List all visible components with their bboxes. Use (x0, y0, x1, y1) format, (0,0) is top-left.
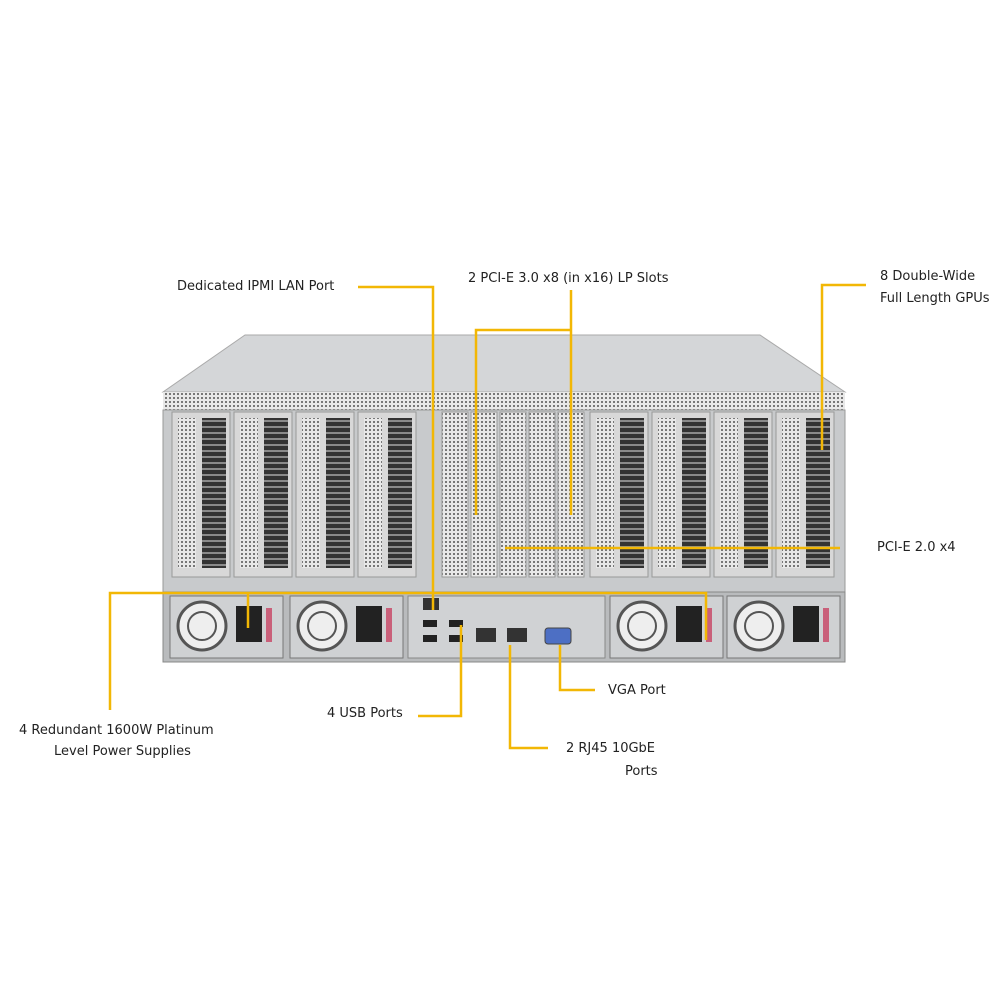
lp-slot (499, 411, 527, 578)
usb-port-icon (449, 620, 463, 627)
power-supply (169, 595, 284, 659)
power-supplies (169, 595, 841, 659)
usb-port-icon (449, 635, 463, 642)
callout-lines (108, 283, 866, 750)
chassis (161, 334, 847, 663)
callout-vga (558, 645, 595, 692)
callout-psu (108, 591, 708, 710)
gpu-slot (775, 411, 835, 578)
gpu-slot (713, 411, 773, 578)
expansion-slots (171, 411, 835, 578)
psu-handle (823, 608, 829, 642)
callout-ipmi (358, 285, 435, 610)
chassis-top (161, 334, 847, 393)
label-vga: VGA Port (608, 683, 666, 698)
fan-icon (616, 600, 668, 652)
chassis-vent-band (163, 392, 845, 410)
callout-rj45 (508, 645, 548, 750)
power-supply (289, 595, 404, 659)
usb-port-icon (423, 635, 437, 642)
gpu-slot (295, 411, 355, 578)
label-gpus-1: 8 Double-Wide (880, 269, 976, 284)
psu-handle (706, 608, 712, 642)
callout-gpus (820, 283, 866, 450)
label-lp-slots: 2 PCI-E 3.0 x8 (in x16) LP Slots (468, 271, 669, 286)
label-psu-1: 4 Redundant 1600W Platinum (19, 723, 214, 738)
label-gpus-2: Full Length GPUs (880, 291, 990, 306)
label-rj45-2: Ports (625, 764, 658, 779)
callout-lp-slots-branch (474, 328, 571, 515)
power-inlet-icon (356, 606, 382, 642)
label-ipmi: Dedicated IPMI LAN Port (177, 279, 335, 294)
gpu-slot (651, 411, 711, 578)
callout-usb (418, 625, 463, 718)
power-supply (726, 595, 841, 659)
label-rj45-1: 2 RJ45 10GbE (566, 741, 656, 756)
label-usb: 4 USB Ports (327, 706, 403, 721)
fan-icon (176, 600, 228, 652)
label-pcie-x4: PCI-E 2.0 x4 (877, 540, 956, 555)
psu-handle (386, 608, 392, 642)
gpu-slot (233, 411, 293, 578)
gpu-slot (357, 411, 417, 578)
fan-icon (733, 600, 785, 652)
usb-port-icon (423, 620, 437, 627)
power-supply (609, 595, 724, 659)
power-inlet-icon (793, 606, 819, 642)
rj45-port-icon (507, 628, 527, 642)
rj45-port-icon (476, 628, 496, 642)
vga-port-icon (544, 627, 572, 645)
psu-handle (266, 608, 272, 642)
label-psu-2: Level Power Supplies (54, 744, 191, 759)
power-inlet-icon (676, 606, 702, 642)
ipmi-lan-port-icon (423, 598, 439, 610)
gpu-slot (171, 411, 231, 578)
lp-slot (441, 411, 469, 578)
fan-icon (296, 600, 348, 652)
lp-slot (528, 411, 556, 578)
gpu-slot (589, 411, 649, 578)
io-panel (407, 595, 606, 659)
